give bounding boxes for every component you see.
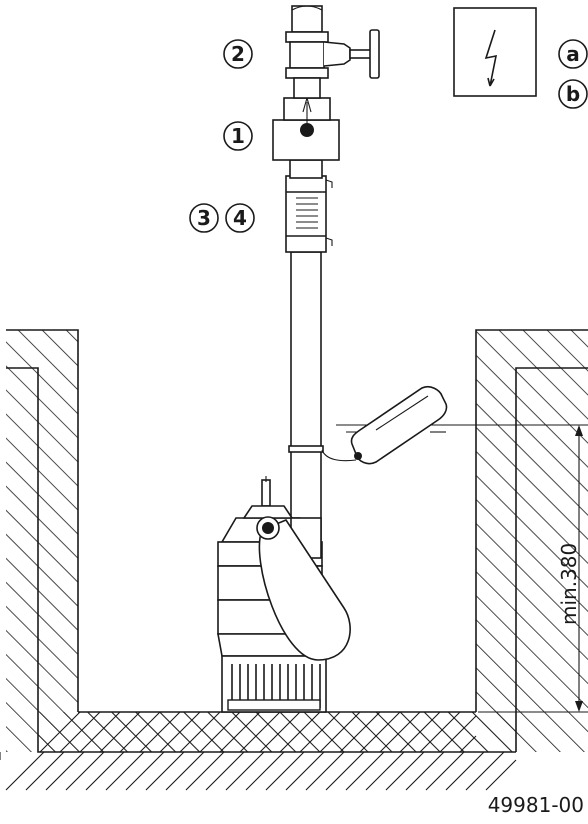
lightning-bolt-icon (484, 29, 498, 87)
dimension-label: min.380 (557, 543, 581, 625)
svg-text:a: a (566, 42, 580, 66)
svg-text:b: b (566, 82, 580, 106)
pump-float-switch (256, 516, 351, 661)
figure-id: 49981-00 (488, 793, 584, 817)
svg-text:2: 2 (231, 42, 245, 66)
floor-hatch-lines (5, 711, 517, 791)
dimension-min-380: min.380 (478, 424, 588, 713)
callout-1: 1 (223, 121, 253, 151)
callout-2: 2 (223, 39, 253, 69)
level-float (321, 385, 448, 465)
callout-3: 3 (189, 203, 219, 233)
hose-connector (285, 175, 333, 253)
check-valve (272, 95, 340, 179)
riser-pipe (288, 251, 324, 541)
shutoff-valve (285, 5, 380, 99)
callout-4: 4 (225, 203, 255, 233)
pit-walls (0, 329, 588, 824)
svg-text:1: 1 (231, 124, 245, 148)
callout-b: b (558, 79, 588, 109)
svg-text:3: 3 (197, 206, 211, 230)
callout-a: a (558, 39, 588, 69)
electrical-box (453, 7, 537, 97)
svg-text:4: 4 (233, 206, 247, 230)
